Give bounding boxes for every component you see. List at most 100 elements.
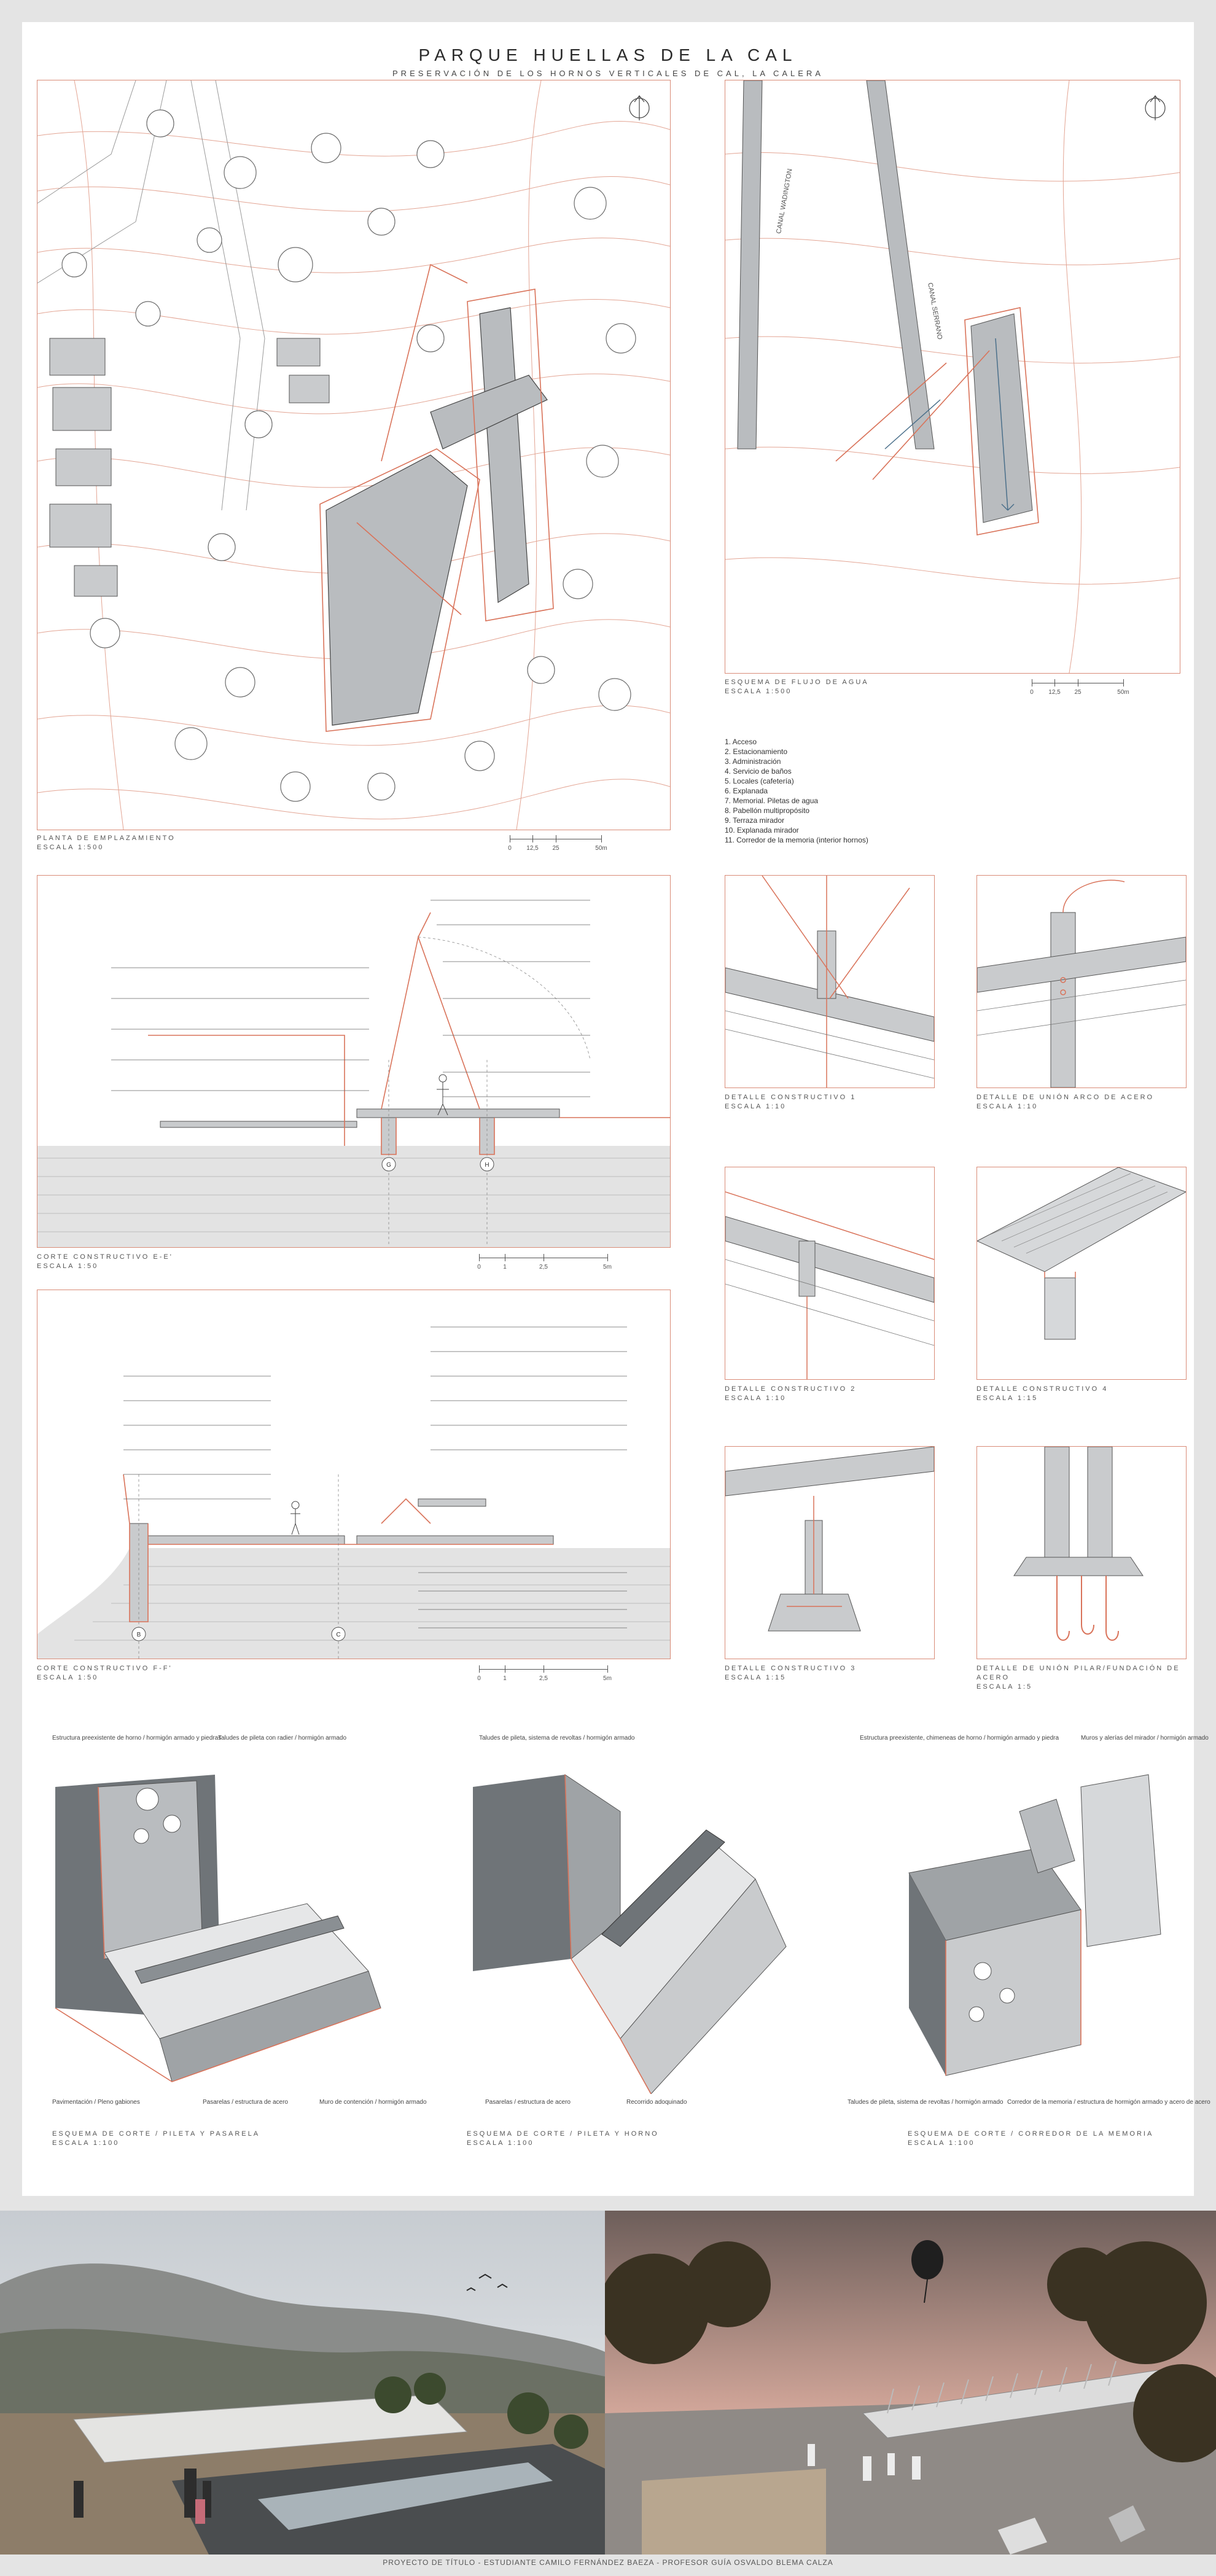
section-ee-scale: ESCALA 1:50	[37, 1263, 99, 1270]
detail-scale: ESCALA 1:5	[976, 1683, 1033, 1691]
scalebar-label: 5m	[603, 1264, 612, 1270]
section-ff-panel: B C	[37, 1290, 671, 1659]
detail-5-caption: DETALLE CONSTRUCTIVO 3 ESCALA 1:15	[725, 1664, 856, 1683]
scalebar-label: 1	[503, 1264, 507, 1270]
detail-5-drawing	[725, 1447, 934, 1632]
legend-item: 11. Corredor de la memoria (interior hor…	[725, 836, 868, 844]
section-ee-title: CORTE CONSTRUCTIVO E-E'	[37, 1253, 173, 1261]
iso-note: Taludes de pileta, sistema de revoltas /…	[848, 2099, 1004, 2106]
scalebar-tick	[479, 1254, 480, 1261]
site-plan-scale: ESCALA 1:500	[37, 844, 104, 851]
detail-scale: ESCALA 1:10	[725, 1395, 787, 1402]
iso-scale: ESCALA 1:100	[467, 2139, 534, 2147]
section-ee-caption: CORTE CONSTRUCTIVO E-E' ESCALA 1:50	[37, 1253, 173, 1271]
scalebar-label: 0	[1030, 689, 1034, 696]
detail-3-caption: DETALLE CONSTRUCTIVO 2 ESCALA 1:10	[725, 1385, 856, 1403]
section-ee-drawing: G H	[37, 900, 670, 1247]
scalebar-label: 0	[477, 1675, 481, 1682]
axis-label: B	[137, 1632, 141, 1638]
program-legend: 1. Acceso 2. Estacionamiento 3. Administ…	[725, 737, 868, 845]
iso-1-caption: ESQUEMA DE CORTE / PILETA Y PASARELA ESC…	[52, 2130, 260, 2148]
scalebar-label: 0	[477, 1264, 481, 1270]
iso-note: Muro de contención / hormigón armado	[319, 2099, 427, 2106]
section-ff-scale: ESCALA 1:50	[37, 1674, 99, 1681]
water-flow-caption: ESQUEMA DE FLUJO DE AGUA ESCALA 1:500	[725, 678, 869, 696]
detail-scale: ESCALA 1:15	[976, 1395, 1039, 1402]
detail-title: DETALLE CONSTRUCTIVO 3	[725, 1665, 857, 1672]
section-ff-title: CORTE CONSTRUCTIVO F-F'	[37, 1665, 173, 1672]
detail-6-panel	[976, 1446, 1187, 1659]
detail-scale: ESCALA 1:10	[725, 1103, 787, 1110]
page-title: PARQUE HUELLAS DE LA CAL	[418, 45, 798, 64]
iso-note: Taludes de pileta con radier / hormigón …	[218, 1735, 347, 1741]
iso-note: Pavimentación / Pleno gabiones	[52, 2099, 140, 2106]
scalebar-tick	[1123, 679, 1124, 687]
detail-5-panel	[725, 1446, 935, 1659]
scalebar-tick	[607, 1254, 608, 1261]
iso-scale: ESCALA 1:100	[52, 2139, 120, 2147]
water-flow-title: ESQUEMA DE FLUJO DE AGUA	[725, 679, 869, 686]
detail-scale: ESCALA 1:15	[725, 1674, 787, 1681]
site-plan-panel	[37, 80, 671, 830]
site-plan-drawing	[37, 80, 670, 830]
water-flow-scalebar: 0 12,5 25 50m	[1030, 678, 1129, 699]
scalebar-label: 12,5	[526, 845, 539, 852]
page-subtitle: PRESERVACIÓN DE LOS HORNOS VERTICALES DE…	[392, 69, 824, 78]
section-ee-scalebar: 0 1 2,5 5m	[477, 1253, 612, 1274]
iso-note: Pasarelas / estructura de acero	[203, 2099, 288, 2106]
iso-note: Taludes de pileta, sistema de revoltas /…	[479, 1735, 635, 1741]
water-flow-drawing: CANAL WADINGTON CANAL SERRANO	[725, 80, 1180, 673]
render-right-drawing	[605, 2211, 1216, 2555]
detail-2-caption: DETALLE DE UNIÓN ARCO DE ACERO ESCALA 1:…	[976, 1093, 1154, 1111]
iso-note: Muros y alerías del mirador / hormigón a…	[1081, 1735, 1209, 1741]
site-plan-caption: PLANTA DE EMPLAZAMIENTO ESCALA 1:500	[37, 834, 176, 852]
scalebar-label: 50m	[1117, 689, 1129, 696]
site-plan-title: PLANTA DE EMPLAZAMIENTO	[37, 835, 176, 842]
detail-4-drawing	[977, 1167, 1186, 1340]
detail-title: DETALLE CONSTRUCTIVO 2	[725, 1385, 857, 1393]
iso-3-drawing-wrap	[878, 1750, 1173, 2094]
scalebar-label: 25	[552, 845, 559, 852]
detail-scale: ESCALA 1:10	[976, 1103, 1039, 1110]
iso-3-drawing	[908, 1774, 1161, 2076]
detail-title: DETALLE DE UNIÓN PILAR/FUNDACIÓN DE ACER…	[976, 1665, 1180, 1681]
scalebar-tick	[601, 835, 602, 842]
legend-item: 9. Terraza mirador	[725, 816, 785, 825]
iso-note: Pasarelas / estructura de acero	[485, 2099, 571, 2106]
scalebar-label: 0	[508, 845, 512, 852]
scalebar-tick	[607, 1665, 608, 1673]
axis-label: H	[485, 1162, 489, 1169]
detail-3-drawing	[725, 1191, 934, 1379]
scalebar-tick	[532, 835, 533, 842]
footer-credits: PROYECTO DE TÍTULO - ESTUDIANTE CAMILO F…	[383, 2558, 833, 2567]
iso-1-drawing	[55, 1775, 381, 2082]
detail-6-drawing	[1013, 1447, 1144, 1641]
iso-title: ESQUEMA DE CORTE / PILETA Y HORNO	[467, 2130, 659, 2138]
section-ee-panel: G H	[37, 875, 671, 1248]
render-right-image	[605, 2211, 1216, 2555]
canal-label-1: CANAL WADINGTON	[775, 168, 793, 235]
iso-2-drawing	[473, 1774, 787, 2095]
scalebar-label: 5m	[603, 1675, 612, 1682]
iso-title: ESQUEMA DE CORTE / CORREDOR DE LA MEMORI…	[908, 2130, 1154, 2138]
iso-2-drawing-wrap	[467, 1750, 811, 2095]
canal-label-2: CANAL SERRANO	[926, 282, 943, 340]
legend-item: 4. Servicio de baños	[725, 767, 792, 776]
detail-4-panel	[976, 1167, 1187, 1380]
detail-title: DETALLE DE UNIÓN ARCO DE ACERO	[976, 1094, 1155, 1101]
section-ff-scalebar: 0 1 2,5 5m	[477, 1664, 612, 1685]
iso-note: Recorrido adoquinado	[626, 2099, 687, 2106]
legend-item: 8. Pabellón multipropósito	[725, 806, 810, 815]
legend-item: 2. Estacionamiento	[725, 747, 788, 756]
scalebar-label: 2,5	[539, 1675, 548, 1682]
detail-4-caption: DETALLE CONSTRUCTIVO 4 ESCALA 1:15	[976, 1385, 1108, 1403]
iso-1-drawing-wrap	[49, 1750, 393, 2094]
site-plan-scalebar: 0 12,5 25 50m	[508, 834, 607, 855]
scalebar-label: 25	[1074, 689, 1082, 696]
legend-item: 3. Administración	[725, 757, 781, 766]
iso-note: Estructura preexistente de horno / hormi…	[52, 1735, 222, 1741]
iso-3-caption: ESQUEMA DE CORTE / CORREDOR DE LA MEMORI…	[908, 2130, 1153, 2148]
detail-2-drawing	[977, 879, 1186, 1088]
detail-1-drawing	[725, 876, 934, 1088]
water-flow-scale: ESCALA 1:500	[725, 688, 792, 695]
